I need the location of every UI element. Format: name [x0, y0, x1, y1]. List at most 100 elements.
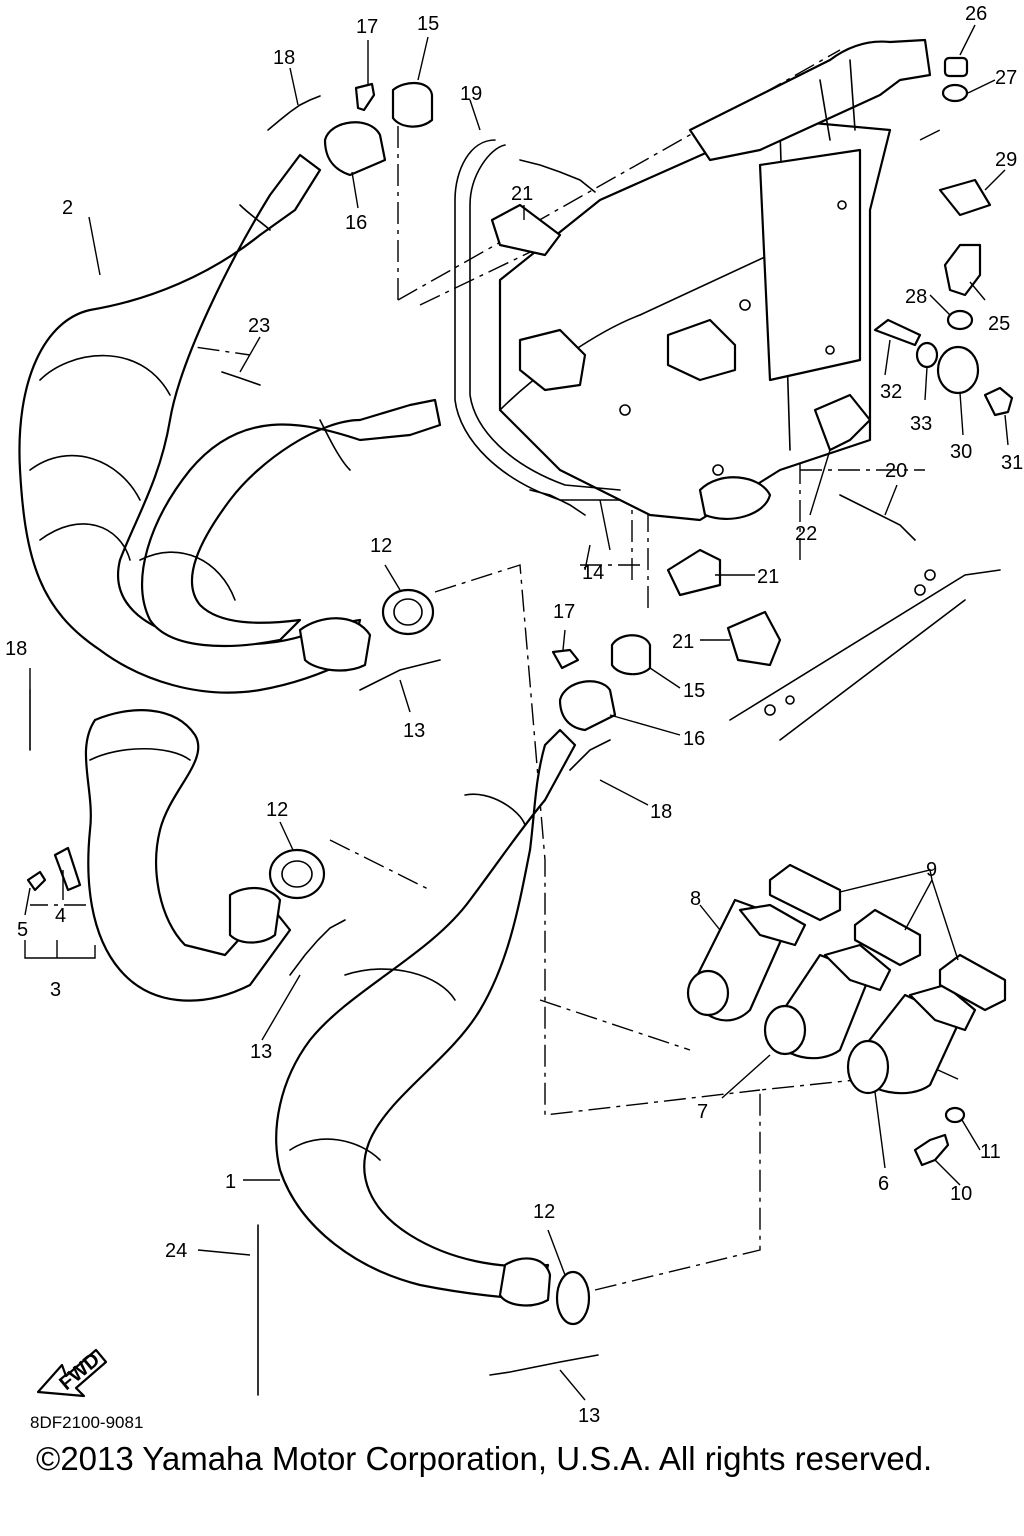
callout-17-upper: 17 — [356, 16, 378, 38]
callout-9: 9 — [926, 859, 937, 881]
spring-13-lower — [489, 1354, 599, 1376]
manifold-joint-7 — [763, 943, 892, 1060]
callout-16-lower: 16 — [683, 728, 705, 750]
nut-28 — [946, 309, 974, 331]
callout-1: 1 — [225, 1171, 236, 1193]
spring-23 — [221, 371, 261, 386]
collar-31 — [983, 386, 1014, 417]
callout-21-upper: 21 — [511, 183, 533, 205]
callout-10: 10 — [950, 1183, 972, 1205]
callout-27: 27 — [995, 67, 1017, 89]
frame-rail — [729, 569, 1001, 721]
callout-5: 5 — [17, 919, 28, 941]
callout-labels: 1 2 3 4 5 6 7 8 9 10 11 12 12 12 13 13 1… — [5, 3, 1023, 1427]
callout-18-left: 18 — [5, 638, 27, 660]
forward-direction-arrow: FWD — [36, 1349, 108, 1398]
callout-18-lower: 18 — [650, 801, 672, 823]
callout-33: 33 — [910, 413, 932, 435]
callout-30: 30 — [950, 441, 972, 463]
spring-13-upper — [359, 659, 441, 691]
callout-6: 6 — [878, 1173, 889, 1195]
callout-22: 22 — [795, 523, 817, 545]
callout-29: 29 — [995, 149, 1017, 171]
manifold-joint-6 — [846, 983, 977, 1095]
callout-12-lower: 12 — [533, 1201, 555, 1223]
washer-33 — [915, 341, 939, 369]
diagram-code: 8DF2100-9081 — [30, 1413, 144, 1432]
pipe-joint-upper — [298, 617, 372, 672]
bolt-17-upper — [354, 82, 376, 112]
gasket-12-middle — [268, 848, 326, 900]
bracket-22 — [813, 393, 872, 452]
bracket-mount-centre — [666, 318, 737, 382]
bolt-17-lower — [551, 648, 580, 670]
callout-11: 11 — [980, 1141, 1001, 1163]
bracket-mount-left — [518, 328, 587, 392]
callout-13-upper: 13 — [403, 720, 425, 742]
gasket-9c — [938, 953, 1007, 1012]
callout-28: 28 — [905, 286, 927, 308]
bracket-29 — [938, 178, 992, 217]
callout-15-upper: 15 — [417, 13, 439, 35]
bolt-10 — [913, 1133, 950, 1167]
spring-18-upper — [267, 95, 321, 131]
nut-26 — [943, 56, 969, 78]
silencer-box — [498, 38, 932, 522]
bolt-32 — [873, 318, 922, 347]
exhaust-pipe-rear — [139, 398, 442, 648]
callout-23: 23 — [248, 315, 270, 337]
exhaust-pipe-lower-left — [84, 709, 292, 1002]
exhaust-pipe-main — [275, 728, 577, 1307]
spring-18-lower — [569, 739, 611, 771]
callout-4: 4 — [55, 905, 66, 927]
bracket-21-lower-a — [666, 548, 722, 597]
callout-18-upper: 18 — [273, 47, 295, 69]
callout-19: 19 — [460, 83, 482, 105]
copyright-notice: ©2013 Yamaha Motor Corporation, U.S.A. A… — [36, 1440, 933, 1477]
callout-25: 25 — [988, 313, 1010, 335]
callout-12-middle: 12 — [266, 799, 288, 821]
callout-13-lower: 13 — [578, 1405, 600, 1427]
leader-lines — [24, 24, 1009, 1401]
callout-24: 24 — [165, 1240, 187, 1262]
callout-21-middle: 21 — [757, 566, 779, 588]
callout-32: 32 — [880, 381, 902, 403]
callout-20: 20 — [885, 460, 907, 482]
callout-2: 2 — [62, 197, 73, 219]
callout-21-lower: 21 — [672, 631, 694, 653]
hose — [454, 139, 621, 501]
gasket-9a — [768, 863, 842, 922]
damper-15-lower — [610, 634, 652, 676]
clamp-16-lower — [558, 680, 617, 732]
clamp-16-upper — [323, 121, 387, 177]
bracket-21-upper — [490, 203, 562, 257]
spring-13-middle — [289, 919, 346, 976]
callout-26: 26 — [965, 3, 987, 25]
washer-27 — [941, 83, 969, 103]
callout-17-lower: 17 — [553, 601, 575, 623]
hose-inner — [469, 144, 621, 491]
callout-12-upper: 12 — [370, 535, 392, 557]
springs — [29, 95, 916, 1396]
gasket-9b — [853, 908, 922, 967]
callout-31: 31 — [1001, 452, 1023, 474]
damper-30 — [936, 345, 980, 395]
callout-3: 3 — [50, 979, 61, 1001]
callout-15-lower: 15 — [683, 680, 705, 702]
manifold-joint-8 — [686, 898, 807, 1022]
damper-15-upper — [391, 82, 434, 128]
callout-14: 14 — [582, 562, 604, 584]
gasket-12-lower — [555, 1270, 591, 1326]
callout-7: 7 — [697, 1101, 708, 1123]
callout-16-upper: 16 — [345, 212, 367, 234]
washer-11 — [944, 1106, 966, 1124]
bracket-21-lower-b — [726, 610, 782, 667]
callout-13-middle: 13 — [250, 1041, 272, 1063]
exhaust-pipe-upper — [18, 153, 362, 694]
plate-4 — [53, 846, 82, 892]
gasket-12-upper — [381, 588, 435, 636]
spring-20 — [839, 494, 916, 541]
callout-8: 8 — [690, 888, 701, 910]
screw-5 — [26, 870, 47, 892]
